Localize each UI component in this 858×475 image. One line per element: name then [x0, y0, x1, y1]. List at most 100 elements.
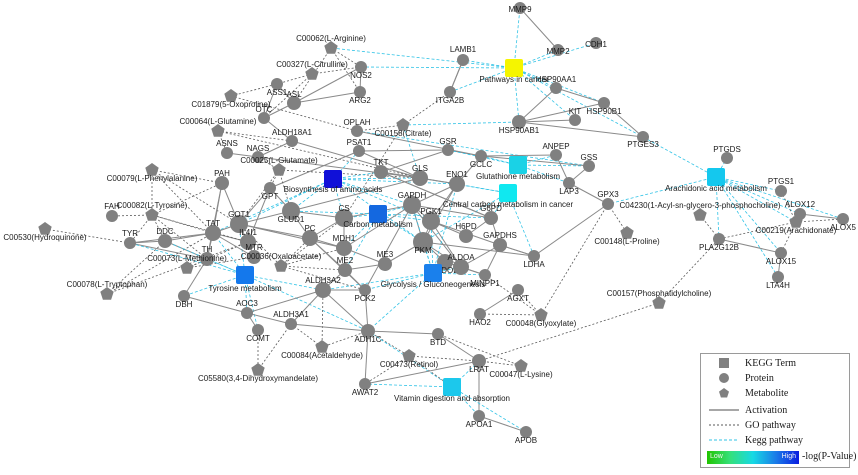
node-kit[interactable]: KIT — [569, 107, 582, 126]
node-c00327[interactable]: C00327(L-Citrulline) — [276, 60, 348, 80]
node-tyr[interactable]: TYR — [122, 229, 138, 249]
node-mtr[interactable]: MTR — [245, 243, 263, 264]
node-gls[interactable]: GLS — [412, 164, 428, 186]
node-il4i1[interactable]: IL4I1 — [239, 228, 257, 250]
node-asl[interactable]: ASL — [286, 90, 302, 110]
node-anpep[interactable]: ANPEP — [542, 142, 570, 161]
node-alox5[interactable]: ALOX5 — [830, 213, 856, 232]
node-c00157[interactable]: C00157(Phosphatidylcholine) — [607, 289, 712, 309]
node-btd[interactable]: BTD — [430, 328, 446, 347]
node-pla2g12b[interactable]: PLA2G12B — [699, 233, 739, 252]
node-aoc3[interactable]: AOC3 — [236, 299, 258, 319]
node-lamb1[interactable]: LAMB1 — [450, 45, 477, 66]
node-cs[interactable]: CS — [335, 204, 353, 227]
node-gsr[interactable]: GSR — [439, 137, 457, 156]
node-mmp9[interactable]: MMP9 — [508, 2, 532, 14]
node-gclc[interactable]: GCLC — [470, 150, 492, 169]
node-agxt[interactable]: AGXT — [507, 284, 529, 303]
node-hsp90b1[interactable]: HSP90B1 — [586, 97, 622, 116]
node-apob[interactable]: APOB — [515, 426, 537, 445]
node-got1[interactable]: GOT1 — [228, 210, 250, 233]
node-gpx3[interactable]: GPX3 — [597, 190, 619, 210]
node-pic[interactable]: Pathways in cancer — [479, 59, 549, 84]
node-c00078[interactable]: C00078(L-Tryptophan) — [67, 280, 148, 300]
node-itga2b[interactable]: ITGA2B — [436, 86, 464, 105]
node-ccm[interactable]: Central carbon metabolism in cancer — [443, 184, 574, 209]
node-g6pd[interactable]: G6PD — [480, 204, 502, 225]
node-c00148[interactable]: C00148(L-Proline) — [594, 226, 660, 246]
node-mdh1[interactable]: MDH1 — [333, 234, 356, 256]
node-c04230[interactable]: C04230(1-Acyl-sn-glycero-3-phosphocholin… — [620, 201, 781, 221]
node-pah[interactable]: PAH — [214, 169, 230, 190]
node-psat1[interactable]: PSAT1 — [347, 138, 372, 157]
node-aam[interactable]: Arachidonic acid metabolism — [665, 168, 767, 193]
node-c01879[interactable]: C01879(5-Oxoproline) — [191, 89, 271, 109]
node-cm[interactable]: Carbon metabolism — [343, 205, 413, 229]
node-gss[interactable]: GSS — [581, 153, 598, 172]
node-pkm[interactable]: PKM — [413, 232, 433, 255]
node-asns[interactable]: ASNS — [216, 139, 238, 159]
node-baa[interactable]: Biosynthesis of amino acids — [284, 170, 383, 194]
node-aldh3a2[interactable]: ALDH3A2 — [305, 276, 341, 298]
node-hsp90aa1[interactable]: HSP90AA1 — [536, 75, 577, 94]
node-c00530[interactable]: C00530(Hydroquinone) — [3, 222, 87, 242]
node-comt[interactable]: COMT — [246, 324, 270, 343]
node-h6pd[interactable]: H6PD — [455, 222, 477, 243]
node-ptgds[interactable]: PTGDS — [713, 145, 741, 164]
node-fah[interactable]: FAH — [104, 202, 120, 222]
node-arg2[interactable]: ARG2 — [349, 86, 371, 105]
node-c00062[interactable]: C00062(L-Arginine) — [296, 34, 366, 54]
node-hsp90ab1[interactable]: HSP90AB1 — [499, 115, 540, 135]
node-c00158[interactable]: C00158(Citrate) — [375, 118, 432, 138]
node-oplah[interactable]: OPLAH — [343, 118, 371, 137]
node-c00073[interactable]: C00073(L-Methionine) — [147, 254, 227, 274]
node-me3[interactable]: ME3 — [377, 250, 394, 271]
node-aldh3a1[interactable]: ALDH3A1 — [273, 310, 309, 330]
node-c00025[interactable]: C00025(L-Glutamate) — [240, 156, 318, 176]
node-minpp1[interactable]: MINPP1 — [470, 269, 500, 288]
node-lrat[interactable]: LRAT — [469, 354, 489, 374]
node-lta4h[interactable]: LTA4H — [766, 271, 790, 290]
node-nos2[interactable]: NOS2 — [350, 61, 372, 80]
node-c00047[interactable]: C00047(L-Lysine) — [489, 359, 553, 379]
node-tkt[interactable]: TKT — [373, 158, 389, 179]
node-gapdhs[interactable]: GAPDHS — [483, 231, 517, 252]
node-pc[interactable]: PC — [302, 224, 318, 246]
node-gmb[interactable]: Glutathione metabolism — [476, 156, 560, 181]
node-aldh18a1[interactable]: ALDH18A1 — [272, 128, 313, 147]
node-ptges3[interactable]: PTGES3 — [627, 131, 659, 149]
node-c00473[interactable]: C00473(Retinol) — [380, 349, 439, 369]
node-c00219[interactable]: C00219(Arachidonate) — [756, 215, 837, 235]
node-th[interactable]: TH — [200, 245, 214, 266]
node-vda[interactable]: Vitamin digestion and absorption — [394, 378, 510, 403]
node-gapdh[interactable]: GAPDH — [398, 191, 427, 214]
node-hao2[interactable]: HAO2 — [469, 308, 491, 327]
node-gly[interactable]: Glycolysis / Gluconeogenesis — [381, 264, 486, 289]
node-mmp2[interactable]: MMP2 — [546, 44, 570, 56]
node-gpt[interactable]: GPT — [262, 182, 279, 201]
node-tat[interactable]: TAT — [205, 219, 221, 241]
node-ass1[interactable]: ASS1 — [267, 78, 288, 97]
node-c00064[interactable]: C00064(L-Glutamine) — [180, 117, 257, 137]
node-eno1[interactable]: ENO1 — [446, 170, 468, 192]
node-ddc[interactable]: DDC — [156, 227, 174, 248]
node-lap3[interactable]: LAP3 — [559, 177, 579, 196]
node-pck2[interactable]: PCK2 — [355, 284, 376, 303]
node-c00082[interactable]: C00082(L-Tyrosine) — [117, 201, 188, 221]
node-pgk1[interactable]: PGK1 — [420, 207, 442, 230]
node-c00048[interactable]: C00048(Glyoxylate) — [506, 308, 577, 328]
node-apoa1[interactable]: APOA1 — [466, 410, 493, 429]
node-c00036[interactable]: C00036(Oxaloacetate) — [241, 252, 322, 272]
node-ldha[interactable]: LDHA — [523, 250, 545, 269]
node-c00084[interactable]: C00084(Acetaldehyde) — [281, 340, 363, 360]
node-c05580[interactable]: C05580(3,4-Dihydroxymandelate) — [198, 363, 318, 383]
node-nags[interactable]: NAGS — [247, 144, 270, 163]
node-dbh[interactable]: DBH — [176, 290, 193, 309]
node-otc[interactable]: OTC — [256, 105, 273, 124]
node-aldoa[interactable]: ALDOA — [447, 253, 475, 275]
node-alox15[interactable]: ALOX15 — [766, 247, 797, 266]
node-cdh1[interactable]: CDH1 — [585, 37, 607, 49]
node-tyrm[interactable]: Tyrosine metabolism — [208, 266, 282, 293]
node-me2[interactable]: ME2 — [337, 256, 354, 277]
node-c00079[interactable]: C00079(L-Phenylalanine) — [107, 163, 198, 183]
